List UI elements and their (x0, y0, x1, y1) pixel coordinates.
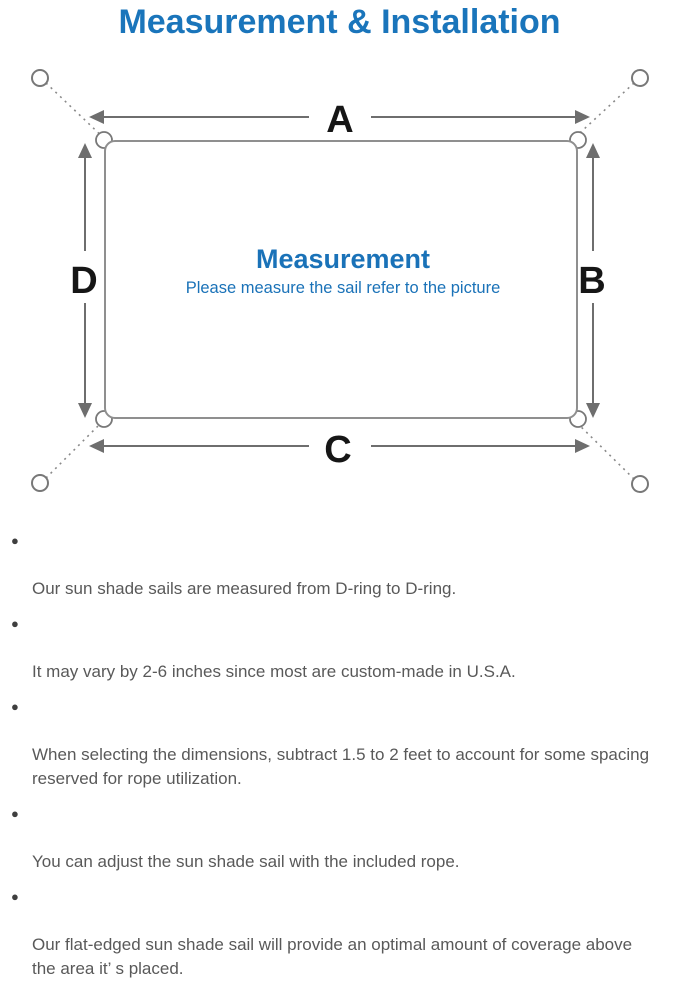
anchor-point-top-left (31, 69, 49, 87)
dim-label-d: D (70, 260, 97, 302)
dim-label-c: C (324, 429, 351, 471)
note-text: When selecting the dimensions, subtract … (32, 745, 650, 788)
note-text: Our sun shade sails are measured from D-… (32, 579, 457, 598)
dim-label-a: A (326, 99, 353, 141)
rope-line-bottom-left (45, 415, 109, 479)
notes-list: ● Our sun shade sails are measured from … (8, 529, 673, 992)
anchor-point-bottom-right (631, 475, 649, 493)
list-item: ● When selecting the dimensions, subtrac… (8, 695, 673, 791)
anchor-point-top-right (631, 69, 649, 87)
bullet-icon: ● (11, 889, 19, 904)
rope-line-bottom-right (569, 415, 635, 480)
dim-label-b: B (578, 260, 605, 302)
bullet-icon: ● (11, 806, 19, 821)
sail-outline (104, 140, 578, 419)
dim-arrowhead-c-right (575, 439, 590, 453)
dim-arrowhead-d-top (78, 143, 92, 158)
note-text: You can adjust the sun shade sail with t… (32, 852, 460, 871)
list-item: ● Our sun shade sails are measured from … (8, 529, 673, 601)
page-title: Measurement & Installation (118, 3, 561, 41)
list-item: ● Our flat-edged sun shade sail will pro… (8, 885, 673, 981)
list-item: ● It may vary by 2-6 inches since most a… (8, 612, 673, 684)
bullet-icon: ● (11, 616, 19, 631)
dim-arrowhead-d-bottom (78, 403, 92, 418)
dim-arrowhead-b-top (586, 143, 600, 158)
bullet-icon: ● (11, 533, 19, 548)
diagram-center-heading: Measurement (256, 244, 430, 274)
note-text: It may vary by 2-6 inches since most are… (32, 662, 516, 681)
diagram-center-subheading: Please measure the sail refer to the pic… (186, 279, 501, 297)
bullet-icon: ● (11, 699, 19, 714)
dim-arrowhead-b-bottom (586, 403, 600, 418)
note-text: Our flat-edged sun shade sail will provi… (32, 935, 633, 978)
dim-arrowhead-a-left (89, 110, 104, 124)
list-item: ● You can adjust the sun shade sail with… (8, 802, 673, 874)
measurement-diagram: A B C D Measurement Please measure the s… (31, 69, 649, 493)
dim-arrowhead-a-right (575, 110, 590, 124)
dim-arrowhead-c-left (89, 439, 104, 453)
rope-line-top-left (45, 82, 109, 143)
anchor-point-bottom-left (31, 474, 49, 492)
